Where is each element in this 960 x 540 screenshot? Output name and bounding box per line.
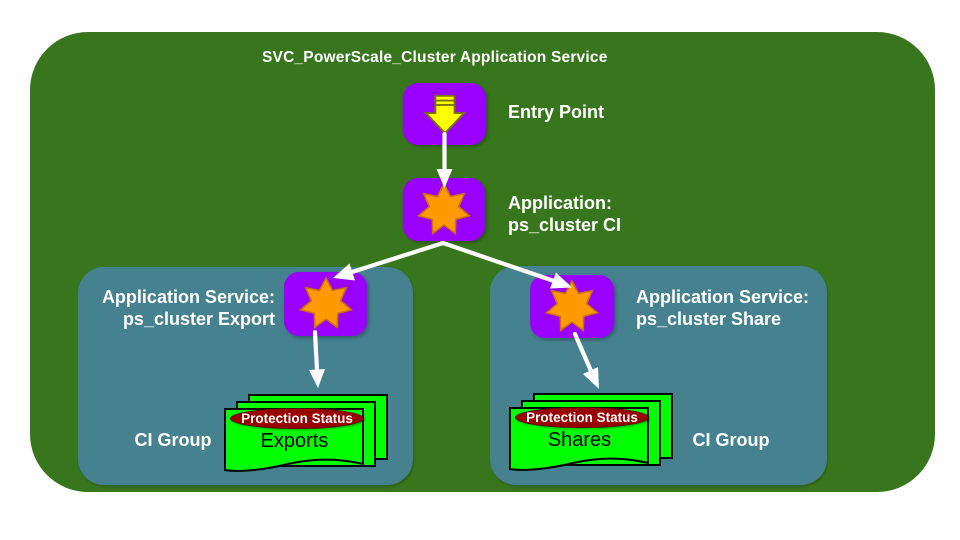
diagram-title: SVC_PowerScale_Cluster Application Servi… — [262, 49, 608, 66]
export-ci-group-label: CI Group — [134, 430, 212, 450]
share-service-node — [530, 275, 614, 338]
application-label-line1: Application: — [508, 193, 612, 213]
group-share-label-line1: Application Service: — [636, 287, 810, 307]
application-star-icon — [416, 181, 472, 235]
application-star-icon — [544, 278, 600, 332]
group-export-label-line1: Application Service: — [101, 287, 275, 307]
application-node — [403, 178, 485, 241]
protection-status-badge: Protection Status — [515, 407, 649, 428]
export-ci-group-docs: Protection Status Exports — [224, 394, 390, 480]
group-export-label: Application Service: ps_cluster Export — [88, 286, 275, 330]
group-share-label-line2: ps_cluster Share — [636, 309, 782, 329]
doc-group-name: Exports — [260, 430, 329, 452]
protection-status-badge: Protection Status — [230, 408, 364, 429]
entry-point-arrow-icon — [423, 94, 466, 135]
group-export-label-line2: ps_cluster Export — [122, 309, 275, 329]
export-service-node — [284, 272, 367, 336]
group-share-label: Application Service: ps_cluster Share — [636, 286, 836, 330]
entry-point-label: Entry Point — [508, 102, 605, 122]
share-ci-group-docs: Protection Status Shares — [509, 393, 675, 479]
doc-group-name: Shares — [547, 429, 612, 451]
entry-point-node — [403, 83, 486, 145]
application-star-icon — [298, 276, 353, 329]
share-ci-group-label: CI Group — [692, 430, 770, 450]
application-label-line2: ps_cluster CI — [508, 215, 622, 235]
application-label: Application: ps_cluster CI — [508, 192, 621, 236]
